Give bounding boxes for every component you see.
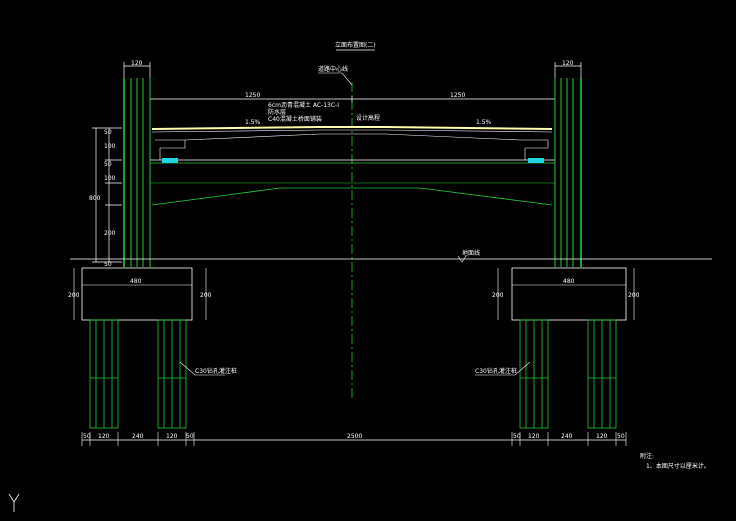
dim-label: 200 [104, 230, 116, 237]
dim-label: 120 [166, 433, 178, 440]
dim-label: 50 [186, 433, 194, 440]
pier-height-dim: 800 [89, 195, 101, 202]
pile [89, 319, 119, 429]
column-width-right: 120 [562, 60, 574, 67]
dim-label: 50 [83, 433, 91, 440]
pile [157, 319, 187, 429]
pile-cap-left [81, 267, 193, 321]
pile [587, 319, 617, 429]
pile-label-right: C30钻孔灌注桩 [475, 367, 517, 375]
dim-label: 120 [98, 433, 110, 440]
pavement-note: 防水层 [268, 108, 286, 116]
dim-label: 100 [104, 175, 116, 182]
pile [519, 319, 549, 429]
centerline-label: 道路中心线 [318, 65, 348, 73]
slope-left: 1.5% [245, 119, 261, 126]
dim-label: 120 [528, 433, 540, 440]
span-left-label: 1250 [245, 92, 260, 99]
dim-label: 2500 [347, 433, 362, 440]
slope-right: 1.5% [476, 119, 492, 126]
bridge-deck [150, 126, 555, 164]
dim-label: 50 [104, 261, 112, 268]
bearing-left [162, 158, 178, 163]
dim-label: 50 [513, 433, 521, 440]
pile-cap-right [511, 267, 627, 321]
pier-column-right [554, 78, 582, 267]
span-dimension [149, 93, 556, 128]
cross-beam [151, 187, 553, 206]
bearing-right [528, 158, 544, 163]
dim-label: 100 [104, 143, 116, 150]
pavement-note: 6cm沥青混凝土 AC-13C-I [268, 101, 339, 109]
span-right-label: 1250 [450, 92, 465, 99]
notes-heading: 附注: [640, 452, 654, 460]
cap-width-right: 480 [563, 278, 575, 285]
note-item: 1、本图尺寸以厘米计。 [646, 462, 710, 470]
dim-label: 240 [561, 433, 573, 440]
design-elevation-label: 设计高程 [356, 114, 380, 122]
cap-height-dim: 200 [200, 292, 212, 299]
pile-label-left: C30钻孔灌注桩 [195, 367, 237, 375]
cap-height-dim: 200 [68, 292, 80, 299]
drawing-title: 立面布置图(二) [335, 41, 376, 49]
dim-label: 50 [104, 161, 112, 168]
ucs-icon [8, 493, 20, 512]
ground-label: 地面线 [462, 249, 480, 257]
pier-column-left [123, 78, 151, 267]
dim-label: 50 [617, 433, 625, 440]
pavement-note: C40混凝土桥面铺装 [268, 115, 322, 123]
cap-height-dim: 200 [492, 292, 504, 299]
dim-label: 50 [104, 129, 112, 136]
dim-label: 120 [596, 433, 608, 440]
cap-width-left: 480 [130, 278, 142, 285]
dim-label: 240 [132, 433, 144, 440]
cap-height-dim: 200 [628, 292, 640, 299]
column-width-left: 120 [131, 60, 143, 67]
